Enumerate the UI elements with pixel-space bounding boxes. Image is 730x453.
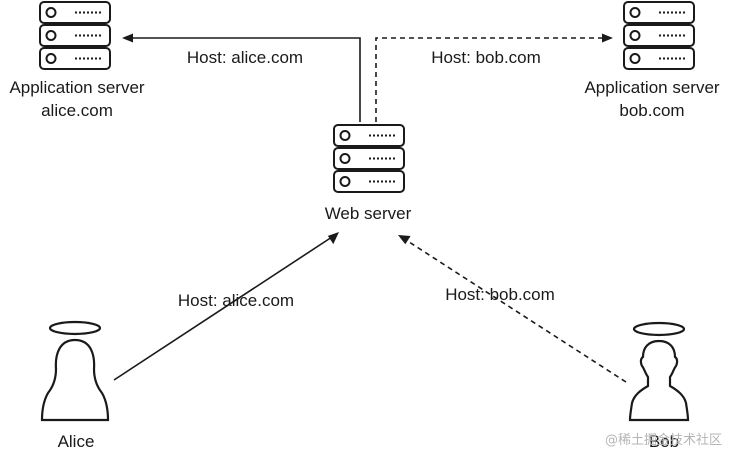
edge-web-to-alice-server-line [130, 37, 361, 122]
bob-server-host: bob.com [619, 101, 684, 120]
bob-server-icon [623, 1, 695, 70]
arrowhead-icon [398, 235, 411, 245]
web-server-icon [333, 124, 405, 193]
edge-alice-to-web-line [113, 236, 333, 381]
bob-application-server: Application server bob.com [584, 1, 720, 120]
arrowhead-icon [122, 33, 133, 43]
edge-web-to-alice-server: Host: alice.com [122, 33, 361, 122]
edge-web-to-bob-server-line [375, 37, 604, 122]
web-server-title: Web server [325, 204, 412, 223]
bob-server-title: Application server [584, 78, 719, 97]
alice-user: Alice [40, 320, 110, 451]
alice-server-title: Application server [9, 78, 144, 97]
edge-alice-to-web-label: Host: alice.com [178, 291, 294, 310]
edge-bob-to-web-label: Host: bob.com [445, 285, 555, 304]
alice-name: Alice [58, 432, 95, 451]
edge-bob-to-web-line [405, 239, 627, 383]
edge-alice-to-web: Host: alice.com [113, 232, 339, 381]
alice-person-icon [40, 320, 110, 422]
edge-bob-to-web: Host: bob.com [398, 235, 627, 383]
watermark-text: @稀土掘金技术社区 [605, 432, 722, 448]
edge-web-to-alice-server-label: Host: alice.com [187, 48, 303, 67]
web-server: Web server [325, 124, 412, 223]
bob-person-icon [628, 321, 690, 422]
arrowhead-icon [602, 33, 613, 43]
arrowhead-icon [327, 232, 339, 245]
edge-web-to-bob-server: Host: bob.com [375, 33, 613, 122]
alice-server-host: alice.com [41, 101, 113, 120]
bob-user: Bob [628, 321, 690, 451]
alice-server-icon [39, 1, 111, 70]
bob-name: Bob [649, 432, 679, 451]
edge-web-to-bob-server-label: Host: bob.com [431, 48, 541, 67]
alice-application-server: Application server alice.com [9, 1, 145, 120]
